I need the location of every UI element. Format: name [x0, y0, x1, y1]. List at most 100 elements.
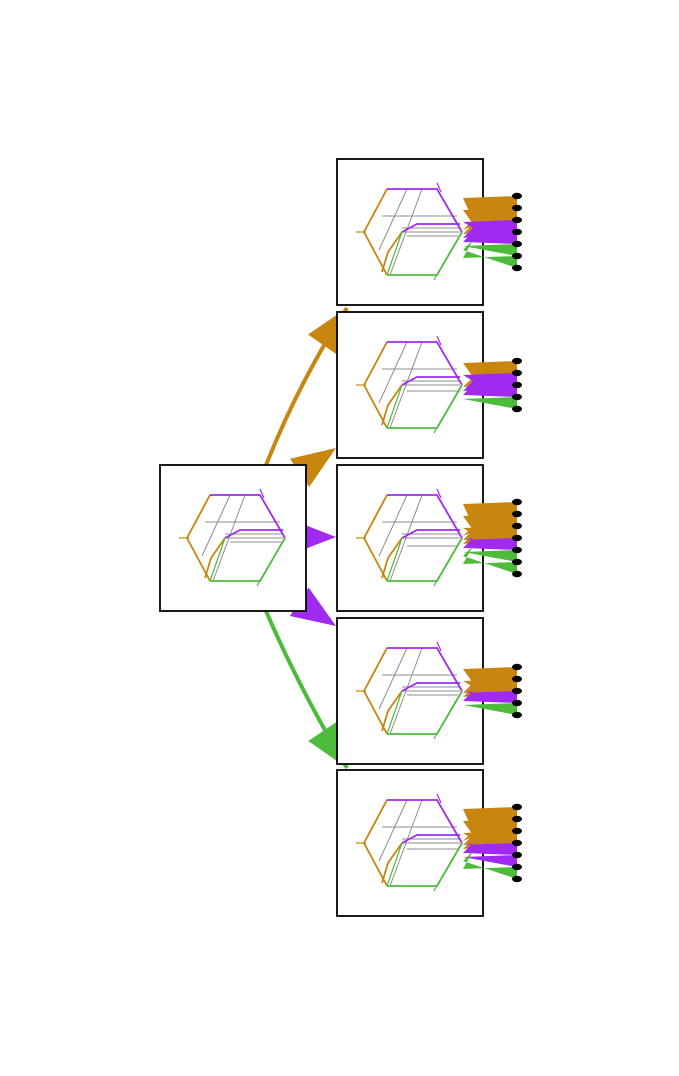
fan-wedge-green [463, 240, 517, 268]
fan-wedge-green [463, 851, 517, 879]
purple-path [401, 223, 460, 233]
tile-lines [371, 647, 460, 735]
orange-path [381, 231, 403, 273]
green-tick [256, 576, 263, 587]
target-4-panel [336, 617, 522, 765]
fan-wedge-purple [463, 232, 517, 244]
purple-tick [259, 488, 265, 499]
boundary-dot [512, 522, 522, 530]
purple-path [387, 494, 463, 539]
boundary-dot [512, 393, 522, 401]
green-path [386, 690, 403, 735]
purple-path [401, 529, 460, 539]
boundary-dot [512, 875, 522, 883]
arrows-layer [264, 306, 349, 770]
orange-path [381, 842, 403, 884]
orange-path [204, 537, 226, 579]
boundary-dot [512, 357, 522, 365]
boundary-dot [512, 815, 522, 823]
green-path [386, 231, 403, 276]
purple-tick [436, 641, 442, 652]
tile-edge [201, 494, 231, 557]
boundary-dot [512, 687, 522, 695]
orange-path [381, 690, 403, 732]
target-1-panel [336, 158, 522, 306]
orange-path [381, 384, 403, 426]
boundary-dot [512, 803, 522, 811]
target-3-panel [336, 464, 522, 612]
boundary-dot [512, 558, 522, 566]
boundary-dot [512, 863, 522, 871]
arrow-purple-to-target-4-head [289, 587, 336, 626]
fan-wedge-green [463, 542, 517, 562]
boundary-dot [512, 405, 522, 413]
arrow-orange-to-target-1 [264, 306, 349, 466]
purple-path [387, 647, 463, 692]
tile-edge [378, 799, 408, 862]
purple-tick [436, 335, 442, 346]
color-fan [463, 663, 522, 719]
purple-path [401, 834, 460, 844]
purple-tick [436, 793, 442, 804]
tile-edge [378, 188, 408, 251]
fan-wedge-green [463, 695, 517, 715]
boundary-dot [512, 570, 522, 578]
tile-edge [378, 341, 408, 404]
tile-edge [378, 647, 408, 710]
green-tick [433, 576, 440, 587]
boundary-dot [512, 252, 522, 260]
fan-wedge-purple [463, 691, 517, 703]
fan-wedge-purple [463, 847, 517, 867]
boundary-dot [512, 369, 522, 377]
arrow-orange-to-target-2 [290, 448, 336, 487]
boundary-dot [512, 534, 522, 542]
color-fan [463, 357, 522, 413]
green-tick [433, 729, 440, 740]
arrow-orange-to-target-2-head [290, 448, 336, 487]
boundary-dot [512, 546, 522, 554]
purple-path [401, 376, 460, 386]
purple-path [387, 799, 463, 844]
target-5-panel [336, 769, 522, 917]
boundary-dot [512, 699, 522, 707]
fan-wedge-green [463, 546, 517, 574]
fan-wedge-purple [463, 385, 517, 397]
target-2-panel [336, 311, 522, 459]
boundary-dot [512, 264, 522, 272]
purple-path [224, 529, 283, 539]
tile-edge [378, 494, 408, 557]
purple-path [387, 188, 463, 233]
boundary-dot [512, 827, 522, 835]
boundary-dot [512, 240, 522, 248]
boundary-dot [512, 216, 522, 224]
panels-layer [159, 158, 522, 917]
boundary-dot [512, 711, 522, 719]
boundary-dot [512, 839, 522, 847]
arrow-purple-to-target-4 [289, 587, 336, 626]
source-panel [159, 464, 307, 612]
fan-wedge-purple [463, 538, 517, 550]
tile-lines [371, 494, 460, 582]
purple-path [387, 341, 463, 386]
orange-path [381, 537, 403, 579]
purple-tick [436, 182, 442, 193]
green-tick [433, 881, 440, 892]
green-path [386, 384, 403, 429]
green-path [386, 842, 403, 887]
boundary-dot [512, 663, 522, 671]
arrow-green-to-target-5 [264, 610, 349, 770]
purple-path [401, 682, 460, 692]
boundary-dot [512, 498, 522, 506]
boundary-dot [512, 204, 522, 212]
purple-path [210, 494, 286, 539]
green-tick [433, 423, 440, 434]
green-path [209, 537, 226, 582]
boundary-dot [512, 675, 522, 683]
green-path [386, 537, 403, 582]
boundary-dot [512, 851, 522, 859]
color-fan [463, 803, 522, 883]
color-fan [463, 192, 522, 272]
tile-lines [194, 494, 283, 582]
fan-wedge-green [463, 389, 517, 409]
